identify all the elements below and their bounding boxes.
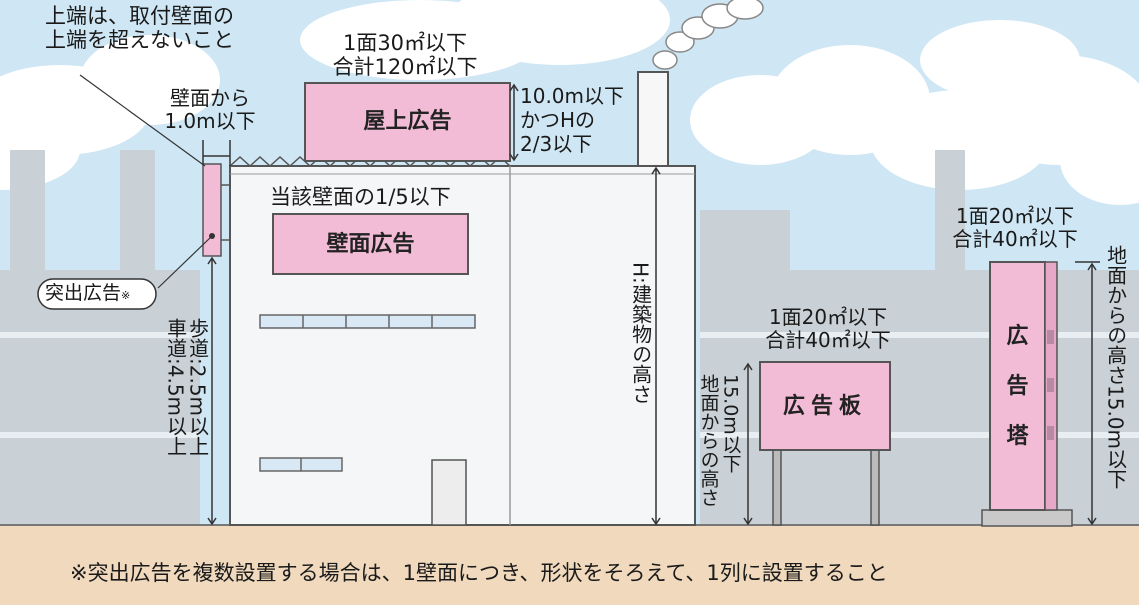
advertising-tower	[981, 261, 1073, 527]
wall-offset-label-line1: 壁面から	[170, 86, 250, 110]
building-door	[431, 459, 467, 526]
projecting-sign-text: 突出広告	[45, 282, 122, 304]
wall-offset-arrow	[202, 140, 231, 166]
projecting-sign-label: 突出広告※	[45, 283, 130, 304]
top-edge-leader	[79, 74, 206, 167]
projecting-sign	[202, 163, 222, 257]
roof-height-label-line2: かつHの	[520, 108, 596, 132]
roof-height-label-line1: 10.0m以下	[520, 84, 625, 108]
clearance-label-line2: 歩道:2.5m以上	[185, 318, 210, 457]
roof-sign-label: 屋上広告	[363, 109, 452, 134]
wall-sign-label: 壁面広告	[326, 232, 415, 257]
roof-sign	[304, 82, 511, 162]
tower-sign-char-2: 告	[1006, 374, 1029, 399]
projecting-leader	[157, 235, 213, 289]
building-height-arrow	[651, 166, 661, 526]
clearance-arrow	[207, 256, 217, 526]
wall-ratio-label: 当該壁面の1/5以下	[270, 185, 451, 209]
chimney	[637, 71, 669, 167]
roof-area-label-line2: 合計120㎡以下	[332, 55, 478, 79]
tower-area-label-line1: 1面20㎡以下	[955, 204, 1075, 228]
roof-height-label-line3: 2/3以下	[520, 132, 593, 156]
roof-height-arrow	[509, 83, 519, 162]
wall-sign	[272, 213, 469, 275]
ground	[0, 525, 1139, 605]
top-edge-note-line2: 上端を超えないこと	[45, 28, 234, 52]
footnote: ※突出広告を複数設置する場合は、1壁面につき、形状をそろえて、1列に設置すること	[70, 561, 888, 585]
billboard	[759, 361, 891, 526]
billboard-height-arrow	[743, 362, 753, 526]
top-edge-note-line1: 上端は、取付壁面の	[45, 4, 234, 28]
wall-offset-label-line2: 1.0m以下	[164, 109, 256, 133]
projecting-sign-mark: ※	[121, 289, 131, 302]
tower-height-label: 地面からの高さ15.0m以下	[1103, 245, 1128, 490]
tower-sign-char-3: 塔	[1006, 424, 1029, 449]
clearance-label-line1: 車道:4.5m以上	[163, 318, 188, 457]
chimney-smoke	[652, 0, 764, 70]
board-area-label-line1: 1面20㎡以下	[768, 305, 888, 329]
building-height-label: H:建築物の高さ	[628, 262, 653, 404]
tower-side-text	[1047, 330, 1054, 440]
clouds	[0, 0, 1139, 205]
tower-height-arrow	[1075, 261, 1100, 526]
roof-area-label-line1: 1面30㎡以下	[342, 31, 468, 55]
tower-sign-char-1: 広	[1006, 324, 1029, 349]
tower-area-label-line2: 合計40㎡以下	[952, 227, 1078, 251]
board-sign-label: 広告板	[782, 394, 867, 419]
board-height-label-line1: 地面からの高さ	[697, 374, 720, 507]
board-height-label-line2: 15.0m以下	[719, 374, 742, 473]
board-area-label-line2: 合計40㎡以下	[765, 328, 891, 352]
projecting-label-bubble	[37, 278, 157, 310]
